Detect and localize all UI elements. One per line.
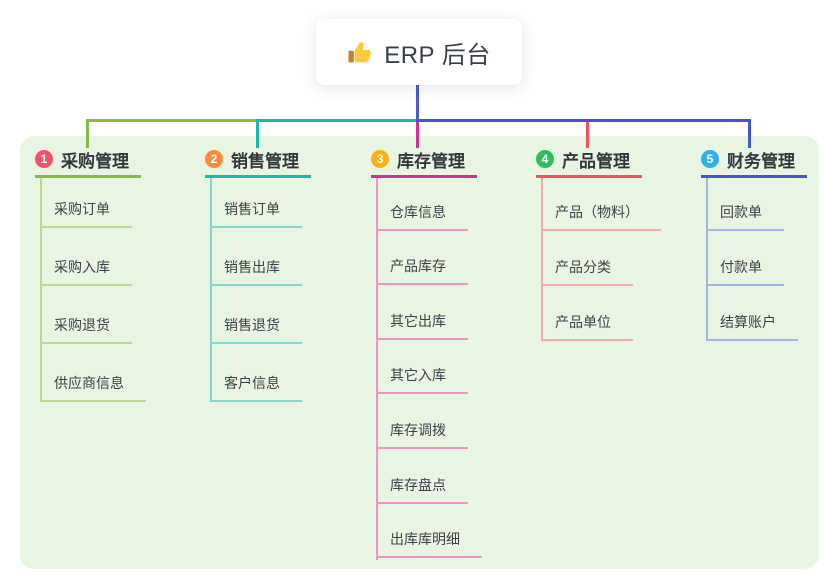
child-node[interactable]: 销售出库 — [210, 228, 302, 286]
connector-bus-left — [86, 119, 258, 122]
child-node[interactable]: 结算账户 — [706, 286, 798, 341]
branch-header-finance[interactable]: 5 财务管理 — [701, 148, 807, 178]
child-node[interactable]: 回款单 — [706, 176, 798, 231]
child-node[interactable]: 采购订单 — [40, 170, 146, 228]
branch-number-badge: 4 — [536, 150, 554, 168]
branch-children-connector — [376, 178, 378, 560]
child-node[interactable]: 库存调拨 — [376, 394, 482, 449]
thumbs-up-icon — [347, 39, 374, 66]
child-node[interactable]: 仓库信息 — [376, 176, 482, 231]
branch-header-sales[interactable]: 2 销售管理 — [205, 148, 311, 178]
branch-number-badge: 1 — [35, 150, 53, 168]
mindmap-panel — [20, 136, 819, 569]
connector-drop-purchase — [86, 119, 89, 148]
branch-purchase: 1 采购管理 采购订单 采购入库 采购退货 供应商信息 — [35, 148, 207, 402]
connector-drop-product — [586, 122, 589, 148]
branch-inventory: 3 库存管理 仓库信息 产品库存 其它出库 其它入库 库存调拨 库存盘点 出库库… — [371, 148, 543, 560]
branch-label: 销售管理 — [231, 151, 299, 171]
branch-header-inventory[interactable]: 3 库存管理 — [371, 148, 477, 178]
child-node[interactable]: 产品库存 — [376, 231, 482, 286]
child-node[interactable]: 其它出库 — [376, 285, 482, 340]
branch-header-purchase[interactable]: 1 采购管理 — [35, 148, 141, 178]
branch-finance: 5 财务管理 回款单 付款单 结算账户 — [701, 148, 839, 341]
branch-product: 4 产品管理 产品（物料） 产品分类 产品单位 — [536, 148, 708, 341]
child-node[interactable]: 销售退货 — [210, 286, 302, 344]
root-node[interactable]: ERP 后台 — [316, 19, 522, 85]
child-node[interactable]: 采购入库 — [40, 228, 146, 286]
child-node[interactable]: 客户信息 — [210, 344, 302, 402]
branch-label: 采购管理 — [61, 151, 129, 171]
branch-sales: 2 销售管理 销售订单 销售出库 销售退货 客户信息 — [205, 148, 377, 402]
connector-bus-mid — [257, 119, 417, 122]
branch-number-badge: 5 — [701, 150, 719, 168]
child-node[interactable]: 产品（物料） — [541, 176, 661, 231]
branch-number-badge: 2 — [205, 150, 223, 168]
branch-label: 财务管理 — [727, 151, 795, 171]
child-node[interactable]: 其它入库 — [376, 340, 482, 395]
connector-drop-finance — [748, 119, 751, 148]
child-node[interactable]: 采购退货 — [40, 286, 146, 344]
child-node[interactable]: 产品单位 — [541, 286, 661, 341]
child-node[interactable]: 库存盘点 — [376, 449, 482, 504]
branch-number-badge: 3 — [371, 150, 389, 168]
branch-children-connector — [210, 178, 212, 402]
child-node[interactable]: 供应商信息 — [40, 344, 146, 402]
branch-children-connector — [40, 178, 42, 402]
branch-header-product[interactable]: 4 产品管理 — [536, 148, 642, 178]
connector-bus-right — [416, 119, 751, 122]
branch-label: 产品管理 — [562, 151, 630, 171]
connector-drop-sales — [256, 119, 259, 148]
child-node[interactable]: 付款单 — [706, 231, 798, 286]
child-node[interactable]: 出库库明细 — [376, 504, 482, 559]
connector-drop-inventory — [416, 122, 419, 148]
branch-label: 库存管理 — [397, 151, 465, 171]
child-node[interactable]: 销售订单 — [210, 170, 302, 228]
branch-children-connector — [541, 178, 543, 341]
child-node[interactable]: 产品分类 — [541, 231, 661, 286]
branch-children-connector — [706, 178, 708, 341]
connector-root — [416, 84, 419, 122]
root-label: ERP 后台 — [384, 41, 491, 69]
